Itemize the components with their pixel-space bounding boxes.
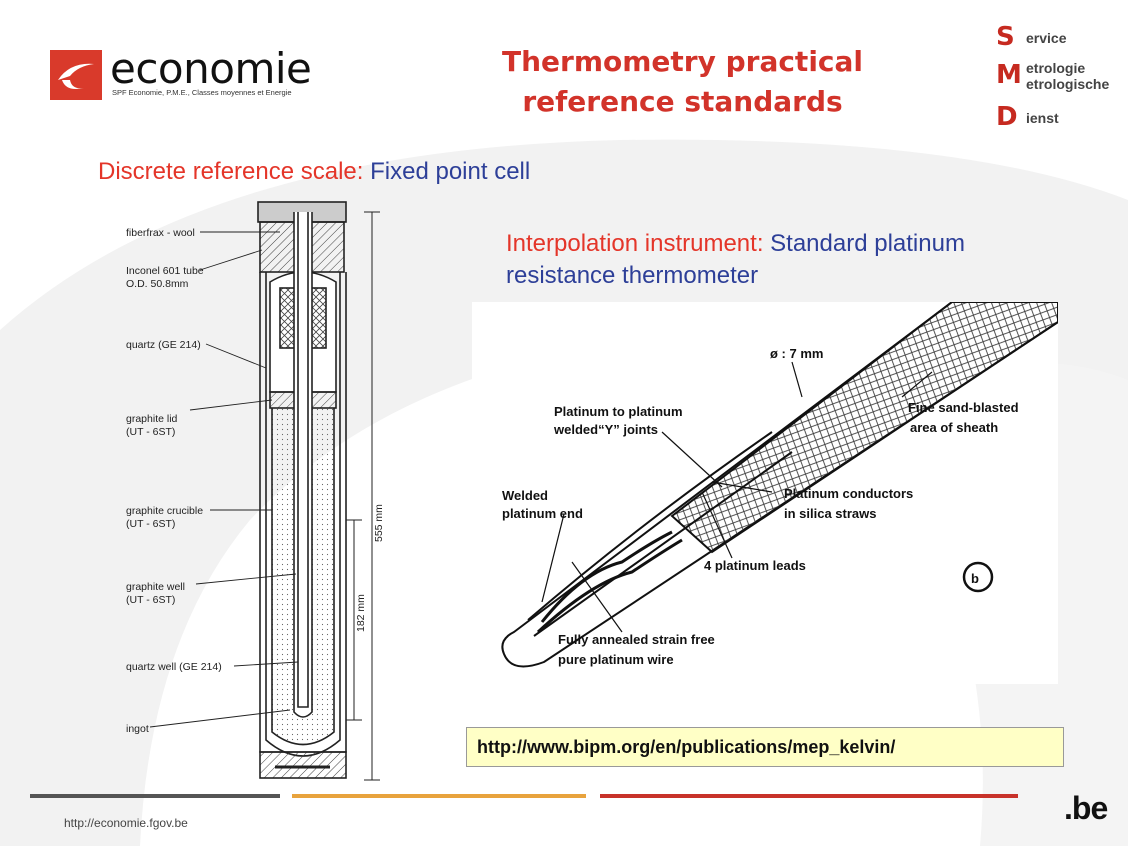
- label-inconel-od: O.D. 50.8mm: [126, 278, 189, 290]
- wire-label-1: Fully annealed strain free: [558, 632, 715, 647]
- sheath-label-1: Fine sand-blasted: [908, 400, 1019, 415]
- smd-word-metrologische: etrologische: [1026, 76, 1110, 92]
- smd-row-d: D ienst: [996, 102, 1116, 132]
- label-graphite-crucible-spec: (UT - 6ST): [126, 518, 175, 530]
- smd-letter-m: M: [996, 60, 1022, 90]
- smd-row-s: S ervice: [996, 22, 1116, 52]
- economie-logo-icon: [50, 50, 102, 100]
- wire-label-2: pure platinum wire: [558, 652, 674, 667]
- label-graphite-lid: graphite lid: [126, 413, 178, 425]
- discrete-label: Discrete reference scale: [98, 158, 357, 185]
- label-fiberfrax: fiberfrax - wool: [126, 227, 195, 239]
- bipm-url[interactable]: http://www.bipm.org/en/publications/mep_…: [466, 727, 1064, 767]
- footer-line-red: [600, 794, 1018, 798]
- dimension-lines: [346, 211, 380, 781]
- panel-letter: b: [971, 571, 979, 586]
- smd-letter-s: S: [996, 22, 1015, 52]
- interp-value: Standard platinum resistance thermometer: [506, 230, 965, 289]
- conductors-label-2: in silica straws: [784, 506, 877, 521]
- label-graphite-well-spec: (UT - 6ST): [126, 594, 175, 606]
- conductors-label-1: Platinum conductors: [784, 486, 913, 501]
- interp-label: Interpolation instrument: [506, 230, 757, 257]
- discrete-value: Fixed point cell: [370, 158, 531, 185]
- fixed-point-cell-diagram: 555 mm 182 mm fiberfrax - wool Inconel 6…: [126, 201, 385, 781]
- joints-label-1: Platinum to platinum: [554, 404, 683, 419]
- label-inconel: Inconel 601 tube: [126, 265, 204, 277]
- sprt-sheath: [501, 302, 1058, 668]
- left-labels: fiberfrax - wool Inconel 601 tube O.D. 5…: [126, 227, 222, 735]
- label-quartz: quartz (GE 214): [126, 339, 201, 351]
- panel-b-circle: [962, 561, 994, 593]
- label-quartz-well: quartz well (GE 214): [126, 661, 222, 673]
- logo-word: economie: [110, 44, 312, 93]
- smd-word-metrologie: etrologie: [1026, 60, 1086, 76]
- label-ingot: ingot: [126, 723, 149, 735]
- economie-logo: economie SPF Economie, P.M.E., Classes m…: [50, 44, 315, 100]
- be-logo: .be: [1064, 790, 1108, 826]
- page-title: Thermometry practical reference standard…: [455, 42, 910, 122]
- label-graphite-lid-spec: (UT - 6ST): [126, 426, 175, 438]
- leads-label: 4 platinum leads: [704, 558, 806, 573]
- dim-total-label: 555 mm: [373, 504, 385, 542]
- discrete-reference-line: Discrete reference scale: Fixed point ce…: [98, 158, 531, 185]
- sprt-diagram: b ø : 7 mm Platinum to platinum welded“Y…: [472, 302, 1058, 684]
- diameter-label: ø : 7 mm: [770, 346, 823, 361]
- sheath-label-2: area of sheath: [910, 420, 998, 435]
- interpolation-line: Interpolation instrument: Standard plati…: [506, 230, 965, 289]
- smd-row-m: M etrologie etrologische: [996, 60, 1116, 92]
- smd-word-service: ervice: [1026, 30, 1067, 46]
- welded-end-label-1: Welded: [502, 488, 548, 503]
- cell-body: [257, 201, 347, 779]
- sprt-leader-lines: [541, 361, 933, 633]
- footer-line-orange: [292, 794, 586, 798]
- title-line-1: Thermometry practical: [501, 45, 864, 78]
- footer-url[interactable]: http://economie.fgov.be: [64, 816, 188, 830]
- smd-word-dienst: ienst: [1026, 110, 1059, 126]
- leader-lines: [149, 231, 299, 728]
- dim-immersion-label: 182 mm: [355, 594, 367, 632]
- smd-logo: S ervice M etrologie etrologische D iens…: [996, 22, 1116, 132]
- title-line-2: reference standards: [522, 85, 843, 118]
- label-graphite-well: graphite well: [126, 581, 185, 593]
- smd-letter-d: D: [996, 102, 1018, 132]
- logo-subtitle: SPF Economie, P.M.E., Classes moyennes e…: [112, 88, 292, 97]
- joints-label-2: welded“Y” joints: [553, 422, 658, 437]
- label-graphite-crucible: graphite crucible: [126, 505, 203, 517]
- footer-line-gray: [30, 794, 280, 798]
- welded-end-label-2: platinum end: [502, 506, 583, 521]
